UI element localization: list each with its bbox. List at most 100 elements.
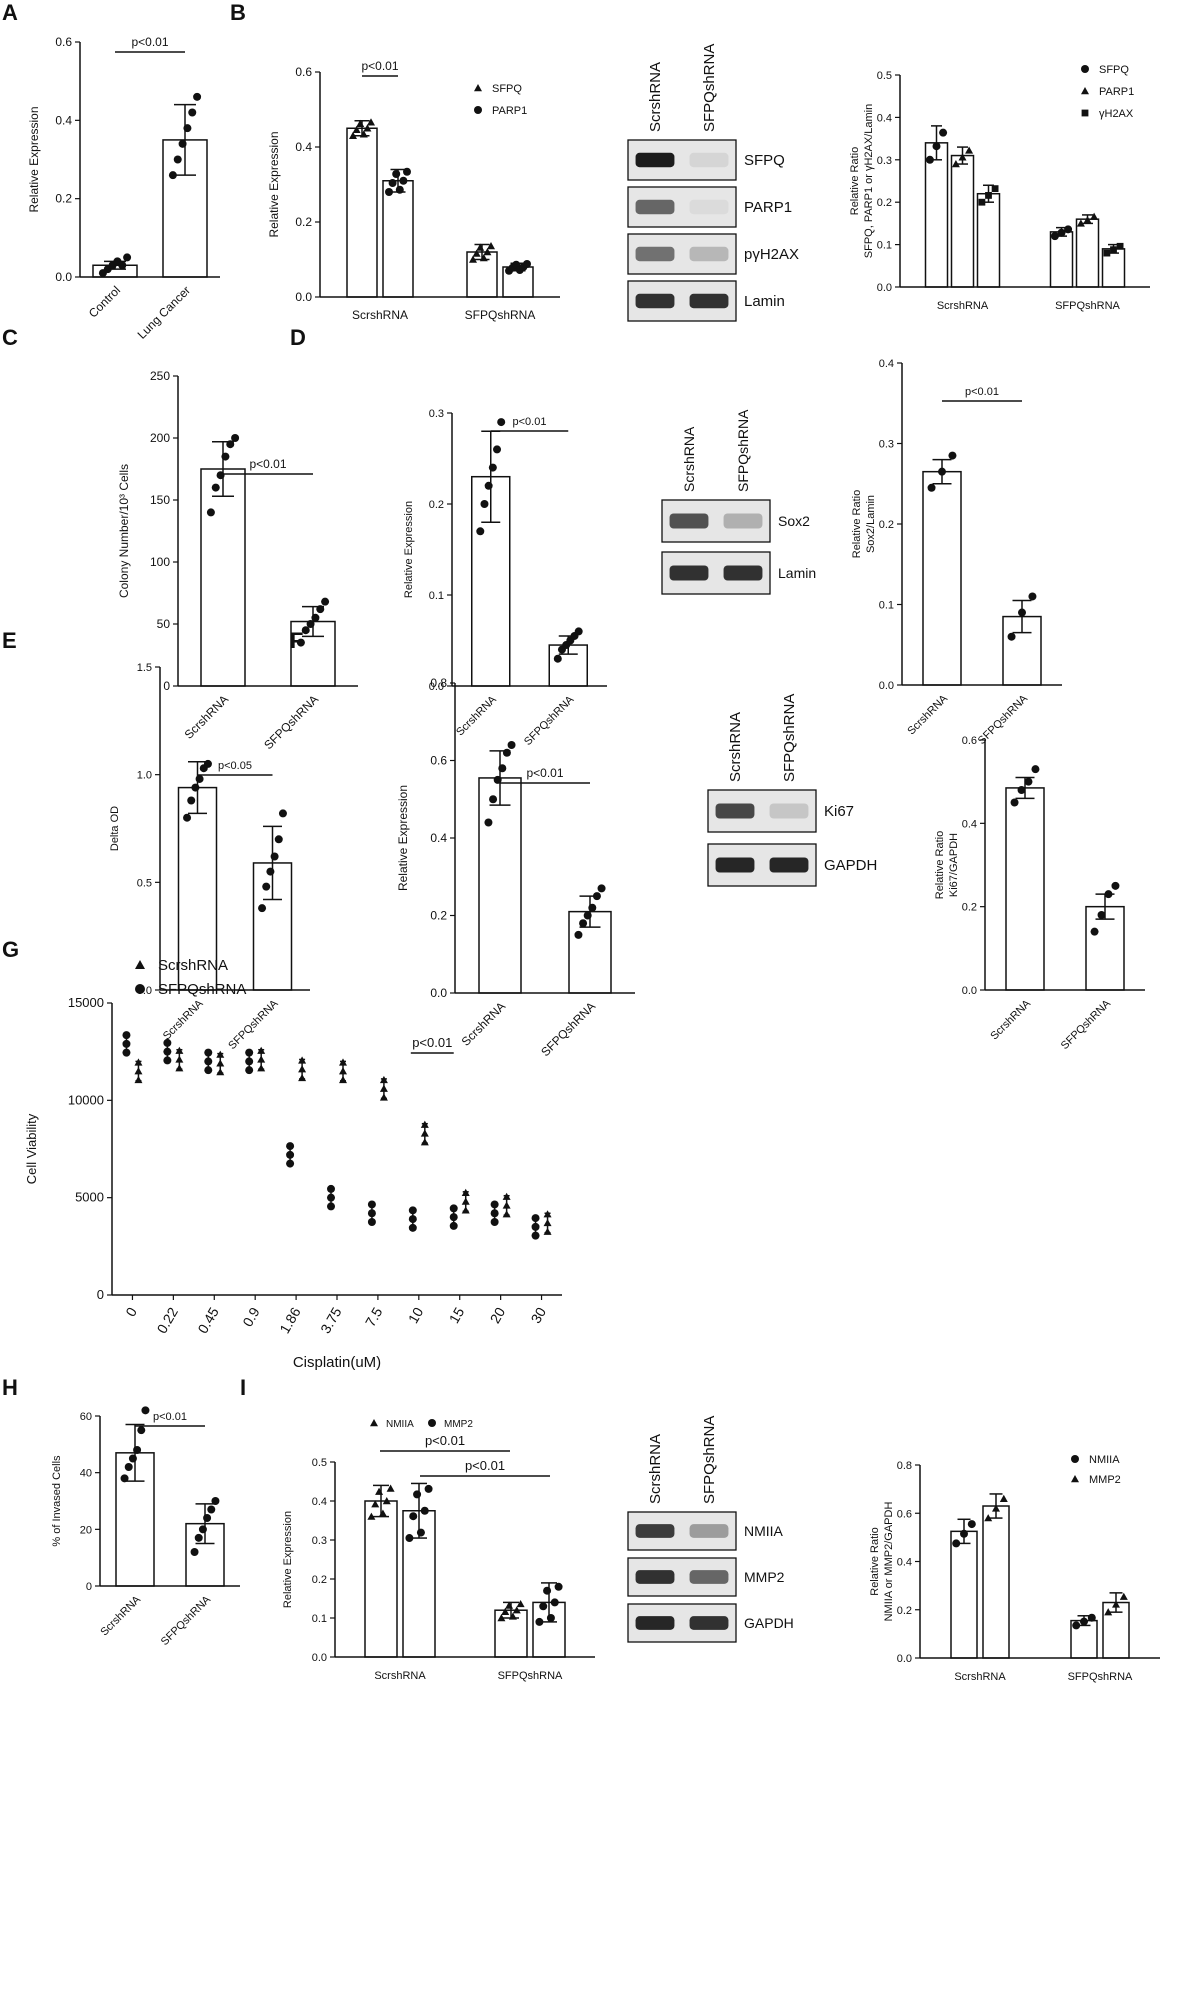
data-point-circle: [507, 741, 516, 749]
data-point-triangle: [512, 1606, 521, 1614]
protein-band: [669, 565, 709, 581]
legend-marker: [1081, 109, 1089, 117]
blot-lane-label: SFPQshRNA: [781, 694, 798, 782]
protein-band: [689, 199, 729, 215]
data-point-triangle: [1119, 1592, 1128, 1600]
data-point-circle: [198, 1525, 207, 1534]
x-category-label: SFPQshRNA: [976, 692, 1031, 747]
data-point-circle: [409, 1512, 418, 1521]
x-category-label: ScrshRNA: [988, 997, 1033, 1042]
y-tick-label: 0.4: [897, 1557, 912, 1569]
data-point-circle: [574, 627, 583, 636]
data-point-circle: [539, 1602, 548, 1611]
legend-marker: [1081, 65, 1089, 73]
data-point-circle: [493, 445, 502, 454]
data-point-circle: [1031, 765, 1040, 774]
x-axis-label: Cisplatin(uM): [293, 1354, 381, 1371]
x-category-label: Lung Cancer: [135, 283, 193, 341]
data-point-circle: [960, 1529, 968, 1538]
y-tick-label: 0.1: [429, 590, 444, 602]
legend-label: SFPQshRNA: [158, 981, 246, 998]
y-tick-label: 0.0: [295, 290, 312, 304]
bar-SFPQ: [924, 142, 949, 288]
data-point-circle: [266, 867, 275, 876]
data-point-circle: [952, 1539, 961, 1548]
bar-MMP2: [982, 1505, 1010, 1659]
data-point-circle: [405, 1534, 414, 1543]
protein-band: [689, 152, 729, 168]
data-point-circle: [574, 930, 583, 939]
data-point-circle: [207, 1505, 216, 1514]
data-point-triangle: [356, 119, 365, 127]
p-value-label: p<0.01: [425, 1433, 465, 1448]
y-axis-label: Relative Expression: [267, 131, 281, 237]
p-value-label: p<0.01: [131, 35, 168, 49]
data-point-triangle: [992, 1504, 1000, 1512]
data-point-circle: [484, 818, 493, 827]
y-tick-label: 0.0: [879, 680, 894, 692]
data-point-circle: [416, 1528, 425, 1537]
bar-SFPQ: [346, 127, 378, 298]
y-tick-label: 250: [150, 369, 170, 383]
y-tick-label: 0.2: [312, 1574, 327, 1586]
protein-band: [669, 513, 709, 529]
y-axis-label-2: Sox2/Lamin: [865, 495, 877, 553]
blot-lane-label: ScrshRNA: [681, 426, 697, 492]
data-point-circle: [502, 748, 511, 757]
data-point-circle: [948, 451, 957, 460]
data-point-triangle: [479, 254, 488, 262]
y-tick-label: 0: [163, 679, 170, 693]
legend-label: PARP1: [1099, 86, 1134, 98]
x-category-label: ScrshRNA: [98, 1593, 143, 1638]
data-point-triangle: [476, 243, 485, 251]
blot-lane-label: SFPQshRNA: [701, 1416, 718, 1504]
data-point-circle: [413, 1490, 422, 1499]
y-tick-label: 0.4: [430, 831, 447, 845]
x-category-label: ScrshRNA: [182, 692, 232, 742]
data-point-circle: [489, 795, 498, 804]
blot-lane-label: ScrshRNA: [647, 62, 664, 132]
y-tick-label: 20: [80, 1524, 92, 1536]
p-value-label: p<0.01: [513, 416, 547, 428]
y-tick-label: 50: [157, 617, 171, 631]
data-point-circle: [925, 155, 934, 164]
y-tick-label: 0.2: [429, 499, 444, 511]
y-tick-label: 150: [150, 493, 170, 507]
blot-band-label: PARP1: [744, 199, 792, 216]
data-point-circle: [1090, 927, 1099, 936]
y-axis-label-2: NMIIA or MMP2/GAPDH: [883, 1502, 895, 1622]
data-point-triangle: [1104, 1608, 1113, 1616]
data-point-circle: [592, 892, 601, 901]
data-point-circle: [579, 919, 588, 928]
blot-band-label: MMP2: [744, 1569, 785, 1585]
data-point-circle: [1024, 777, 1033, 786]
legend-label: SFPQ: [492, 83, 522, 95]
data-point-triangle: [386, 1484, 395, 1492]
protein-band: [689, 1524, 729, 1538]
data-point-circle: [133, 1446, 142, 1454]
data-point-square: [991, 185, 999, 193]
y-tick-label: 0.2: [55, 192, 72, 206]
data-point-circle: [168, 171, 177, 180]
panel-letter-C: C: [2, 325, 18, 350]
data-point-circle: [535, 1617, 544, 1626]
blot-band-label: Ki67: [824, 803, 854, 820]
y-tick-label: 15000: [68, 995, 104, 1010]
data-point-circle: [523, 260, 531, 268]
y-tick-label: 0.2: [897, 1605, 912, 1617]
data-point-circle: [316, 605, 325, 614]
data-point-square: [978, 198, 986, 206]
data-point-triangle: [508, 1612, 517, 1620]
data-point-circle: [424, 1484, 433, 1493]
data-point-circle: [301, 626, 310, 635]
data-point-circle: [480, 500, 489, 508]
y-tick-label: 0.0: [430, 986, 447, 1000]
y-tick-label: 0.6: [295, 65, 312, 79]
blot-lane-label: ScrshRNA: [727, 712, 744, 782]
legend-label: NMIIA: [1089, 1454, 1120, 1466]
y-axis-label: Relative Expression: [396, 785, 410, 891]
data-point-triangle: [378, 1509, 387, 1517]
